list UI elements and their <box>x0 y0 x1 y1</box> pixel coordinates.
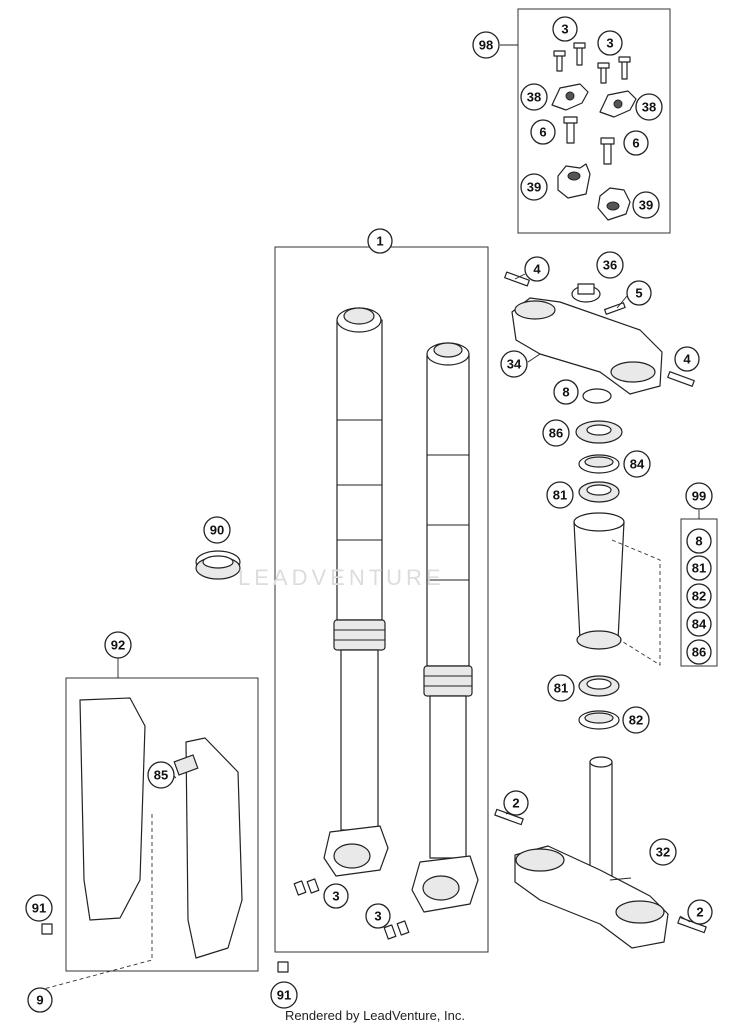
callout-8: 8 <box>553 379 579 405</box>
svg-text:32: 32 <box>656 845 670 860</box>
callout-4: 4 <box>674 346 700 372</box>
fork-guard-92-frame <box>65 677 259 972</box>
svg-text:1: 1 <box>376 234 383 249</box>
svg-text:2: 2 <box>512 796 519 811</box>
callout-6: 6 <box>530 119 556 145</box>
svg-text:92: 92 <box>111 638 125 653</box>
fork-leg-left <box>323 307 389 877</box>
callout-2: 2 <box>687 899 713 925</box>
steering-bearings <box>573 420 661 730</box>
callout-85: 85 <box>147 761 175 789</box>
callout-86: 86 <box>686 639 712 665</box>
upper-triple-clamp <box>504 271 695 404</box>
callout-84: 84 <box>686 611 712 637</box>
callout-39: 39 <box>632 191 660 219</box>
callout-81: 81 <box>546 481 574 509</box>
svg-text:81: 81 <box>554 681 568 696</box>
svg-text:85: 85 <box>154 768 168 783</box>
lower-triple-clamp <box>494 756 707 949</box>
callout-3: 3 <box>597 30 623 56</box>
svg-text:82: 82 <box>692 589 706 604</box>
svg-text:6: 6 <box>539 125 546 140</box>
svg-text:2: 2 <box>696 905 703 920</box>
callout-81: 81 <box>547 674 575 702</box>
callout-34: 34 <box>500 350 528 378</box>
svg-text:36: 36 <box>603 258 617 273</box>
svg-text:34: 34 <box>507 357 522 372</box>
callout-9: 9 <box>27 987 53 1013</box>
svg-text:3: 3 <box>374 909 381 924</box>
callout-36: 36 <box>596 251 624 279</box>
svg-text:84: 84 <box>692 617 707 632</box>
callout-4: 4 <box>524 256 550 282</box>
callout-82: 82 <box>622 706 650 734</box>
fork-guards-92 <box>39 697 289 991</box>
callout-92: 92 <box>104 631 132 659</box>
svg-text:91: 91 <box>277 988 291 1003</box>
callout-38: 38 <box>635 93 663 121</box>
watermark-text: LEADVENTURE <box>238 565 445 590</box>
callout-3: 3 <box>323 883 349 909</box>
callout-1: 1 <box>367 228 393 254</box>
footer-credit: Rendered by LeadVenture, Inc. <box>285 1008 465 1023</box>
callout-8: 8 <box>686 528 712 554</box>
svg-text:81: 81 <box>553 488 567 503</box>
svg-text:91: 91 <box>32 901 46 916</box>
callout-3: 3 <box>552 16 578 42</box>
callout-84: 84 <box>623 450 651 478</box>
callout-38: 38 <box>520 83 548 111</box>
callout-81: 81 <box>686 555 712 581</box>
svg-text:38: 38 <box>527 90 541 105</box>
callout-32: 32 <box>649 838 677 866</box>
svg-text:90: 90 <box>210 523 224 538</box>
callout-86: 86 <box>542 419 570 447</box>
callout-90: 90 <box>203 516 231 544</box>
svg-text:98: 98 <box>479 38 493 53</box>
svg-text:86: 86 <box>549 426 563 441</box>
svg-text:8: 8 <box>562 385 569 400</box>
ring-90 <box>195 550 241 580</box>
axle-clamp-bolts <box>293 878 410 940</box>
svg-text:82: 82 <box>629 713 643 728</box>
svg-text:86: 86 <box>692 645 706 660</box>
callout-6: 6 <box>623 130 649 156</box>
svg-text:8: 8 <box>695 534 702 549</box>
svg-text:99: 99 <box>692 489 706 504</box>
svg-text:3: 3 <box>561 22 568 37</box>
svg-text:4: 4 <box>533 262 541 277</box>
svg-text:39: 39 <box>639 198 653 213</box>
svg-text:6: 6 <box>632 136 639 151</box>
callout-39: 39 <box>520 173 548 201</box>
callout-91: 91 <box>270 981 298 1009</box>
svg-text:4: 4 <box>683 352 691 367</box>
svg-text:3: 3 <box>332 889 339 904</box>
kit-98-frame <box>517 8 671 234</box>
callout-98: 98 <box>472 31 500 59</box>
svg-text:39: 39 <box>527 180 541 195</box>
svg-text:5: 5 <box>635 286 642 301</box>
callout-5: 5 <box>626 280 652 306</box>
callout-91: 91 <box>25 894 53 922</box>
svg-text:84: 84 <box>630 457 645 472</box>
fork-leg-right <box>411 342 479 913</box>
callout-2: 2 <box>503 790 529 816</box>
callout-82: 82 <box>686 583 712 609</box>
svg-text:81: 81 <box>692 561 706 576</box>
kit-98-parts <box>551 42 637 221</box>
svg-text:38: 38 <box>642 100 656 115</box>
callout-99: 99 <box>685 482 713 510</box>
callout-3: 3 <box>365 903 391 929</box>
svg-text:9: 9 <box>36 993 43 1008</box>
svg-text:3: 3 <box>606 36 613 51</box>
